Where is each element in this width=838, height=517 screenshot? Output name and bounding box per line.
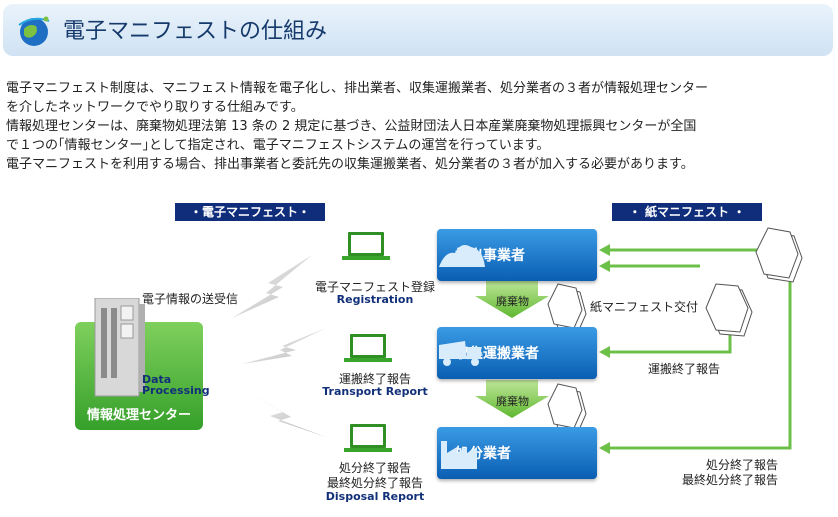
down-arrow-icon — [475, 280, 549, 318]
center-name: 情報処理センター — [86, 408, 191, 423]
page-title: 電子マニフェストの仕組み — [63, 19, 328, 44]
paper-document-icon — [705, 283, 753, 337]
paper-transport-report-label: 運搬終了報告 — [648, 362, 721, 376]
paper-flow-lines — [608, 248, 792, 450]
data-processing-center: Data Processing 情報処理センター — [75, 298, 210, 430]
transport-report-ja: 運搬終了報告 — [338, 372, 411, 386]
waste-flow-label: 廃棄物 — [496, 395, 529, 408]
paper-disposal-report-label: 処分終了報告 — [706, 458, 779, 472]
paper-document-icon — [755, 227, 803, 283]
paper-flow-arrowheads — [599, 244, 610, 454]
factory-icon — [441, 441, 477, 469]
paper-issue-label: 紙マニフェスト交付 — [590, 300, 699, 314]
globe-logo-icon — [18, 16, 50, 46]
data-exchange-label: 電子情報の送受信 — [142, 292, 239, 306]
disposal-report-ja1: 処分終了報告 — [338, 461, 411, 475]
waste-flow-label: 廃棄物 — [496, 295, 529, 308]
discharger-box: 排出事業者 — [437, 229, 597, 281]
paper-document-icon — [547, 383, 587, 433]
bolt-icon — [242, 328, 326, 364]
transport-report-en: Transport Report — [322, 385, 428, 398]
registration-ja: 電子マニフェスト登録 — [314, 280, 435, 294]
laptop-icon — [344, 334, 392, 362]
electronic-manifest-badge: ・電子マニフェスト・ — [175, 203, 325, 221]
intro-line: 電子マニフェストを利用する場合、排出事業者と委託先の収集運搬業者、処分業者の３者… — [6, 157, 694, 172]
intro-line: 電子マニフェスト制度は、マニフェスト情報を電子化し、排出業者、収集運搬業者、処分… — [6, 81, 709, 96]
disposal-report-en: Disposal Report — [325, 490, 425, 503]
page-header: 電子マニフェストの仕組み — [0, 0, 838, 62]
disposer-box: 処分業者 — [437, 427, 597, 479]
waste-pile-icon — [439, 245, 485, 267]
laptop-icon — [344, 424, 392, 452]
paper-document-icon — [547, 283, 587, 333]
bolt-icon — [232, 255, 312, 318]
transporter-box: 収集運搬業者 — [437, 327, 597, 379]
header-band — [3, 4, 833, 56]
data-processing-line: Data — [142, 373, 172, 386]
intro-line: を介したネットワークでやり取りする仕組みです。 — [6, 100, 304, 115]
laptop-icon — [342, 232, 390, 260]
registration-en: Registration — [336, 293, 414, 306]
server-icon — [94, 298, 145, 397]
paper-manifest-badge: ・ 紙マニフェスト ・ — [612, 203, 762, 221]
data-processing-label: Data Processing — [142, 374, 210, 396]
intro-line: で１つの｢情報センター｣として指定され、電子マニフェストシステムの運営を行ってい… — [6, 138, 550, 153]
truck-icon — [439, 341, 481, 366]
paper-final-disposal-report-label: 最終処分終了報告 — [682, 473, 779, 487]
down-arrow-icon — [475, 380, 549, 418]
disposal-report-ja2: 最終処分終了報告 — [326, 476, 423, 490]
intro-text: 電子マニフェスト制度は、マニフェスト情報を電子化し、排出業者、収集運搬業者、処分… — [6, 79, 836, 174]
registration-label: 電子マニフェスト登録 — [305, 278, 445, 295]
intro-line: 情報処理センターは、廃棄物処理法第 13 条の 2 規定に基づき、公益財団法人日… — [6, 119, 697, 134]
data-processing-line: Processing — [142, 384, 210, 397]
